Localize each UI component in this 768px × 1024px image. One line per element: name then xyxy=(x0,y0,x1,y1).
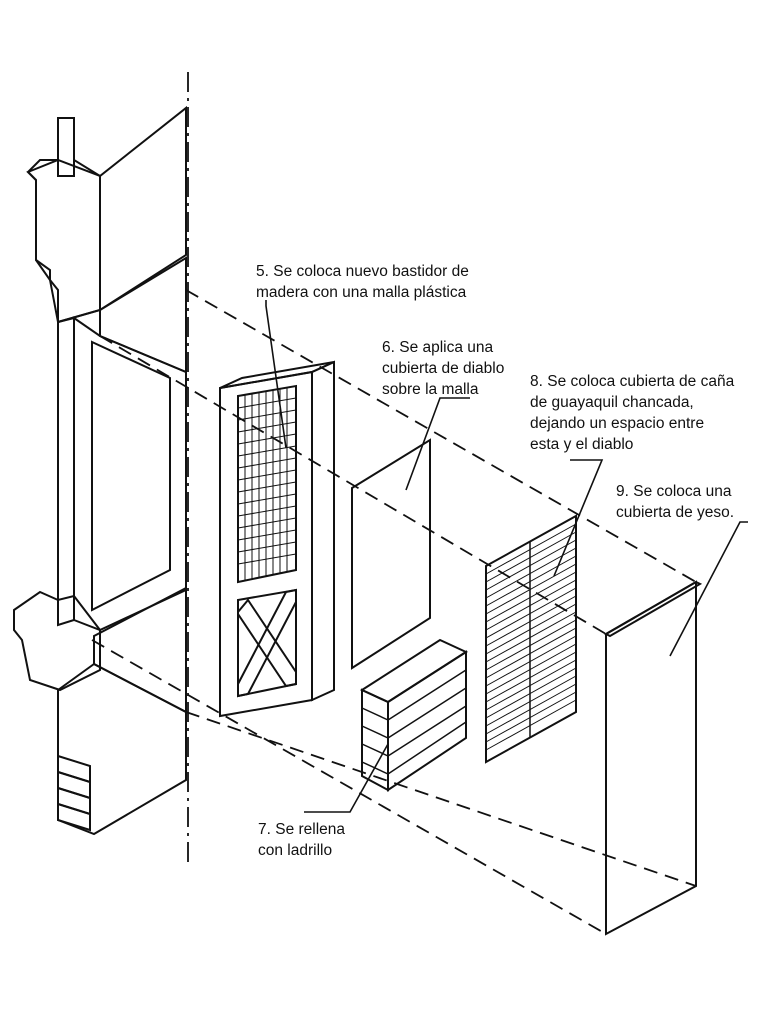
existing-wall-structure xyxy=(13,105,187,836)
label-step9-line2: cubierta de yeso. xyxy=(616,504,734,521)
label-step9: 9. Se coloca una cubierta de yeso. xyxy=(616,483,736,521)
brick-infill xyxy=(359,638,469,792)
label-step8-line1: 8. Se coloca cubierta de caña xyxy=(530,373,735,390)
leader-lines xyxy=(265,300,748,813)
label-step6-line2: cubierta de diablo xyxy=(382,360,504,377)
lower-floor-slab xyxy=(93,586,187,714)
label-step8-line2: de guayaquil chancada, xyxy=(530,394,694,411)
label-step7-line2: con ladrillo xyxy=(258,842,332,859)
base-bricks xyxy=(57,754,91,832)
guayaquil-cane-cover xyxy=(485,514,577,764)
plastic-mesh xyxy=(237,384,297,584)
lower-cornice xyxy=(13,590,101,692)
label-step7: 7. Se rellena con ladrillo xyxy=(258,821,349,859)
parapet xyxy=(57,117,75,177)
label-step8-line3: dejando un espacio entre xyxy=(530,415,704,432)
wood-frame-with-mesh xyxy=(219,360,335,718)
wall-opening xyxy=(91,340,171,612)
plaster-cover xyxy=(603,580,703,936)
label-step6: 6. Se aplica una cubierta de diablo sobr… xyxy=(382,339,509,398)
label-step7-line1: 7. Se rellena xyxy=(258,821,345,838)
plaster-panel xyxy=(605,580,697,936)
mesh-grid xyxy=(237,388,297,581)
label-step5-line1: 5. Se coloca nuevo bastidor de xyxy=(256,263,469,280)
lower-wall xyxy=(57,662,187,836)
wood-frame-front xyxy=(219,370,313,718)
label-step6-line1: 6. Se aplica una xyxy=(382,339,494,356)
cornice-front xyxy=(26,158,101,324)
diablo-cover-sheet xyxy=(351,438,431,670)
label-step9-line1: 9. Se coloca una xyxy=(616,483,732,500)
label-step8-line4: esta y el diablo xyxy=(530,436,633,453)
wall-column-side xyxy=(57,316,75,627)
label-step8: 8. Se coloca cubierta de caña de guayaqu… xyxy=(530,373,739,453)
label-step5: 5. Se coloca nuevo bastidor de madera co… xyxy=(256,263,473,301)
label-step5-line2: madera con una malla plástica xyxy=(256,284,467,301)
label-step6-line3: sobre la malla xyxy=(382,381,479,398)
